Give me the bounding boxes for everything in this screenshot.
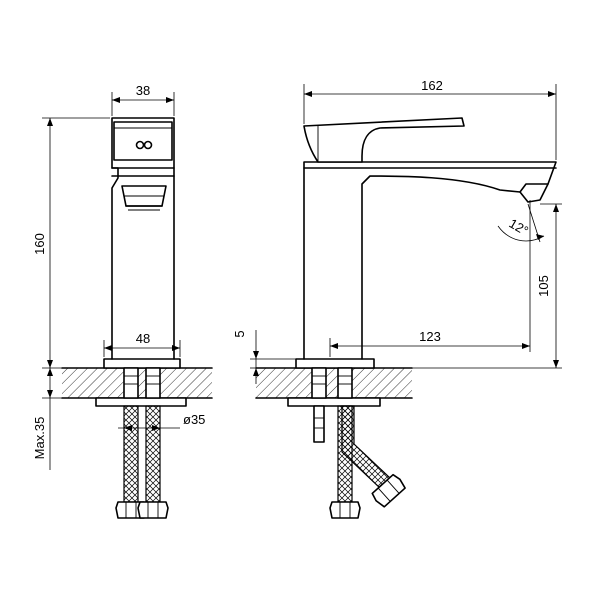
dim-base-width: 48 bbox=[136, 331, 150, 346]
front-base-plate bbox=[103, 358, 181, 369]
dim-body-width: 38 bbox=[136, 83, 150, 98]
front-view bbox=[61, 117, 213, 519]
front-handle-indicator bbox=[135, 140, 145, 150]
side-countertop bbox=[256, 368, 412, 398]
side-base-plate bbox=[295, 358, 375, 369]
side-mounting-plate bbox=[287, 397, 381, 407]
side-handle bbox=[303, 117, 465, 163]
side-hose-angled-nut bbox=[371, 473, 406, 508]
dim-height: 160 bbox=[32, 233, 47, 255]
side-view bbox=[255, 117, 557, 519]
front-hose-right bbox=[145, 405, 161, 503]
side-body-spout bbox=[303, 161, 557, 360]
side-dimensions: 162 123 105 12° 5 bbox=[232, 78, 562, 384]
dim-gap: 5 bbox=[232, 330, 247, 337]
front-body bbox=[111, 117, 175, 360]
side-hose-nut bbox=[329, 501, 361, 519]
dim-hole-diameter: ø35 bbox=[183, 412, 205, 427]
dim-max-thickness: Max.35 bbox=[32, 417, 47, 460]
front-dimensions: 38 160 48 Max.35 ø35 bbox=[32, 83, 205, 470]
side-threaded-stud bbox=[313, 405, 325, 443]
dim-spout-height: 105 bbox=[536, 275, 551, 297]
dim-spout-reach: 123 bbox=[419, 329, 441, 344]
front-handle bbox=[113, 121, 173, 161]
dim-spout-angle: 12° bbox=[507, 216, 532, 239]
dim-overall-length: 162 bbox=[421, 78, 443, 93]
front-hose-nut-right bbox=[137, 501, 169, 519]
front-mounting-plate bbox=[95, 397, 187, 407]
front-hose-left bbox=[123, 405, 139, 503]
